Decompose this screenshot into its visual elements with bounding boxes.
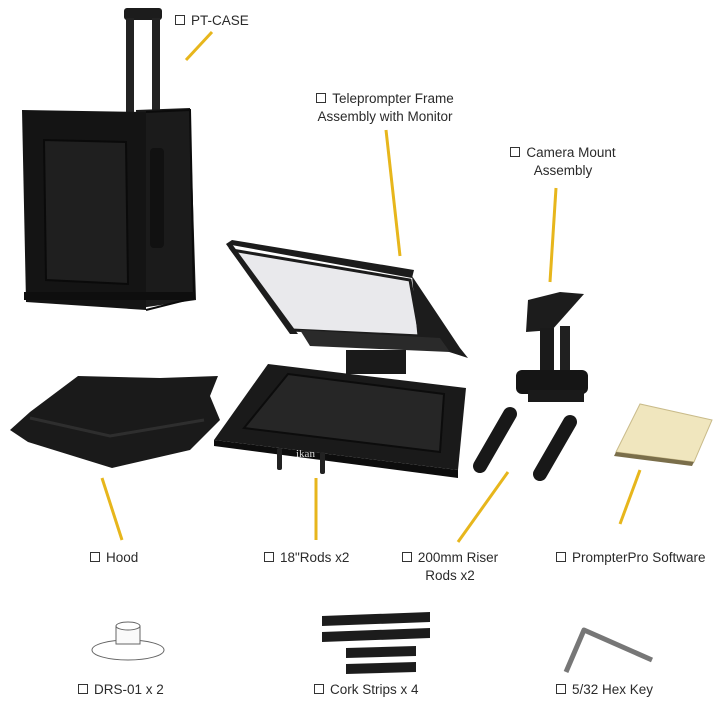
checkbox-icon xyxy=(401,552,412,562)
monitor-logo-text: ikan xyxy=(296,448,315,460)
camera-mount-image xyxy=(516,292,588,402)
leader-camera-mount xyxy=(548,187,558,283)
label-rods18: 18"Rods x2 xyxy=(264,549,349,567)
label-drs-01: DRS-01 x 2 xyxy=(78,681,164,699)
label-riser: 200mm Riser Rods x2 xyxy=(398,549,502,585)
checkbox-icon xyxy=(556,684,566,694)
riser-rods-image xyxy=(473,407,577,481)
hood-image xyxy=(10,376,220,468)
label-cork-strips: Cork Strips x 4 xyxy=(314,681,419,699)
leader-frame xyxy=(384,129,402,257)
cork-strips-image xyxy=(322,612,430,674)
leader-hood xyxy=(100,477,124,541)
checkbox-icon xyxy=(78,684,88,694)
drs-01-image xyxy=(91,621,165,661)
label-software: PrompterPro Software xyxy=(556,549,706,567)
checkbox-icon xyxy=(316,93,327,103)
hex-key-image xyxy=(563,627,654,673)
label-camera-mount: Camera Mount Assembly xyxy=(498,144,628,180)
checkbox-icon xyxy=(510,147,521,157)
label-frame: Teleprompter Frame Assembly with Monitor xyxy=(316,91,454,124)
leader-lines xyxy=(100,30,642,543)
label-hood: Hood xyxy=(90,549,138,567)
checkbox-icon xyxy=(175,15,185,25)
pt-case-image xyxy=(22,8,196,311)
software-image xyxy=(614,403,713,466)
checkbox-icon xyxy=(556,552,566,562)
label-pt-case: PT-CASE xyxy=(175,12,249,30)
checkbox-icon xyxy=(314,684,324,694)
label-hex-key: 5/32 Hex Key xyxy=(556,681,653,699)
leader-pt-case xyxy=(184,30,214,62)
checkbox-icon xyxy=(264,552,274,562)
leader-riser xyxy=(456,471,510,543)
checkbox-icon xyxy=(90,552,100,562)
leader-software xyxy=(618,469,642,525)
teleprompter-frame-image: ikan xyxy=(214,240,468,478)
